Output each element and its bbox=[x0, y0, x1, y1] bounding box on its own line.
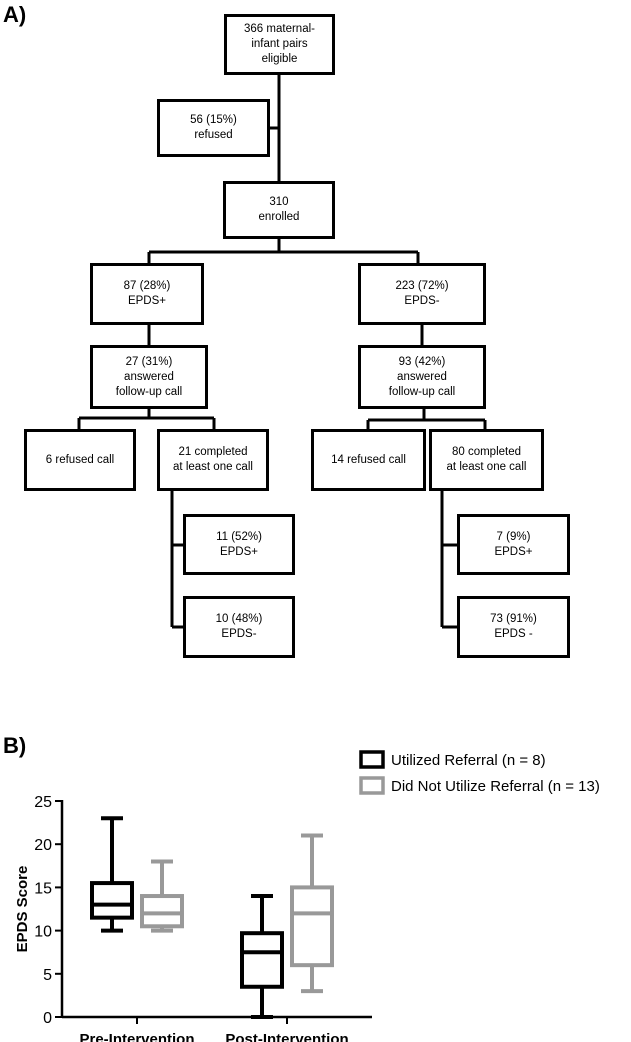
box-enrolled-text: 310 enrolled bbox=[258, 196, 300, 223]
box-epds-pos-text: 87 (28%) EPDS+ bbox=[123, 280, 171, 307]
box-refused-call-right-text: 14 refused call bbox=[331, 453, 406, 466]
y-tick-label: 15 bbox=[34, 880, 52, 897]
legend-swatch bbox=[359, 776, 385, 795]
legend-label: Utilized Referral (n = 8) bbox=[391, 752, 546, 769]
box-refused-call-left-text: 6 refused call bbox=[45, 453, 115, 466]
box-answered-right-text: 93 (42%) answered follow-up call bbox=[388, 355, 456, 398]
box-iqr bbox=[290, 885, 334, 968]
box-refused-call-right: 14 refused call bbox=[311, 429, 426, 491]
box-answered-left: 27 (31%) answered follow-up call bbox=[90, 345, 208, 409]
box-iqr bbox=[240, 931, 284, 989]
box-eligible-text: 366 maternal- infant pairs eligible bbox=[244, 23, 315, 65]
box-refused-text: 56 (15%) refused bbox=[190, 114, 237, 141]
y-tick-label: 5 bbox=[43, 967, 52, 984]
box-iqr bbox=[90, 881, 134, 920]
flow-connectors bbox=[77, 74, 487, 629]
legend-label: Did Not Utilize Referral (n = 13) bbox=[391, 778, 600, 795]
box-epds-pos: 87 (28%) EPDS+ bbox=[90, 263, 204, 325]
x-tick-label: Post-Intervention bbox=[225, 1031, 348, 1042]
box-left-neg-text: 10 (48%) EPDS- bbox=[215, 613, 263, 640]
box-completed-right-text: 80 completed at least one call bbox=[446, 446, 527, 473]
box-eligible: 366 maternal- infant pairs eligible bbox=[224, 14, 335, 75]
y-tick-label: 20 bbox=[34, 837, 52, 854]
x-tick-label: Pre-Intervention bbox=[79, 1031, 194, 1042]
box-iqr bbox=[140, 894, 184, 929]
box-left-pos: 11 (52%) EPDS+ bbox=[183, 514, 295, 575]
box-refused-call-left: 6 refused call bbox=[24, 429, 136, 491]
box-answered-right: 93 (42%) answered follow-up call bbox=[358, 345, 486, 409]
box-enrolled: 310 enrolled bbox=[223, 181, 335, 239]
y-tick-label: 25 bbox=[34, 794, 52, 811]
box-left-pos-text: 11 (52%) EPDS+ bbox=[216, 530, 262, 558]
box-left-neg: 10 (48%) EPDS- bbox=[183, 596, 295, 658]
box-right-neg-text: 73 (91%) EPDS - bbox=[490, 613, 537, 640]
panel-a-label: A) bbox=[3, 2, 27, 27]
box-completed-left-text: 21 completed at least one call bbox=[173, 446, 253, 473]
box-epds-neg: 223 (72%) EPDS- bbox=[358, 263, 486, 325]
box-right-pos-text: 7 (9%) EPDS+ bbox=[494, 530, 533, 558]
y-axis-label: EPDS Score bbox=[14, 866, 31, 953]
y-tick-label: 10 bbox=[34, 924, 52, 941]
box-right-neg: 73 (91%) EPDS - bbox=[457, 596, 570, 658]
box-completed-left: 21 completed at least one call bbox=[157, 429, 269, 491]
panel-b-label: B) bbox=[3, 733, 27, 758]
legend-swatch bbox=[359, 750, 385, 769]
box-epds-neg-text: 223 (72%) EPDS- bbox=[395, 280, 449, 307]
box-answered-left-text: 27 (31%) answered follow-up call bbox=[115, 355, 183, 398]
y-tick-label: 0 bbox=[43, 1010, 52, 1027]
box-right-pos: 7 (9%) EPDS+ bbox=[457, 514, 570, 575]
box-completed-right: 80 completed at least one call bbox=[429, 429, 544, 491]
box-refused: 56 (15%) refused bbox=[157, 99, 270, 157]
